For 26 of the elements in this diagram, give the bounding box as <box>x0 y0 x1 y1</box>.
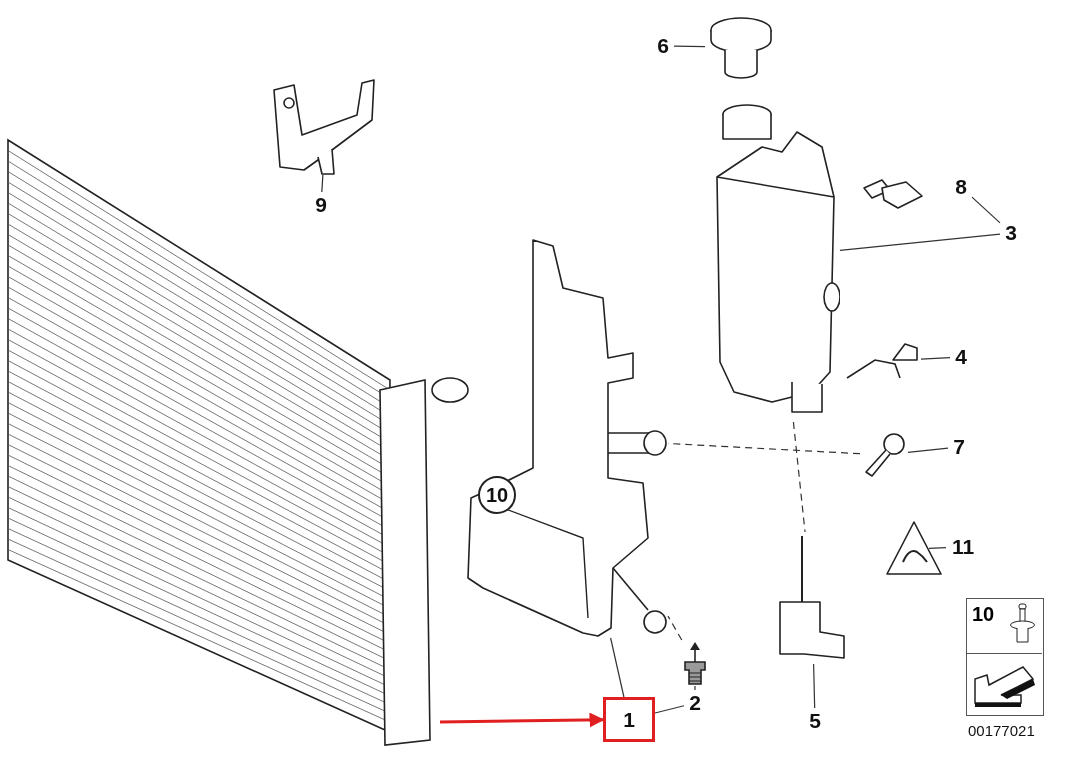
leader-line <box>928 547 947 549</box>
assembly-line <box>792 421 806 533</box>
leader-line <box>907 447 949 454</box>
callout-number: 3 <box>1000 220 1022 246</box>
callout-number: 6 <box>652 33 674 59</box>
leader-line <box>654 705 685 714</box>
callout-number: 1 <box>603 697 655 742</box>
leader-line <box>694 685 696 691</box>
callout-number: 7 <box>948 434 970 460</box>
callout-number: 9 <box>310 192 332 218</box>
leader-line <box>813 663 816 709</box>
callout-number: 8 <box>950 174 972 200</box>
arrow <box>439 712 605 728</box>
assembly-line <box>667 615 683 641</box>
callout-number: 4 <box>950 344 972 370</box>
callout-number: 11 <box>946 534 980 560</box>
leader-line <box>839 233 1001 252</box>
diagram-number: 00177021 <box>968 722 1035 739</box>
leader-line <box>610 637 625 698</box>
callout-number: 2 <box>684 690 706 716</box>
callout-number: 5 <box>804 708 826 734</box>
leader-line <box>321 174 324 193</box>
leader-line <box>920 356 951 360</box>
leader-line <box>971 196 1001 224</box>
part-number: 10 <box>972 603 995 626</box>
leader-line <box>673 45 706 48</box>
